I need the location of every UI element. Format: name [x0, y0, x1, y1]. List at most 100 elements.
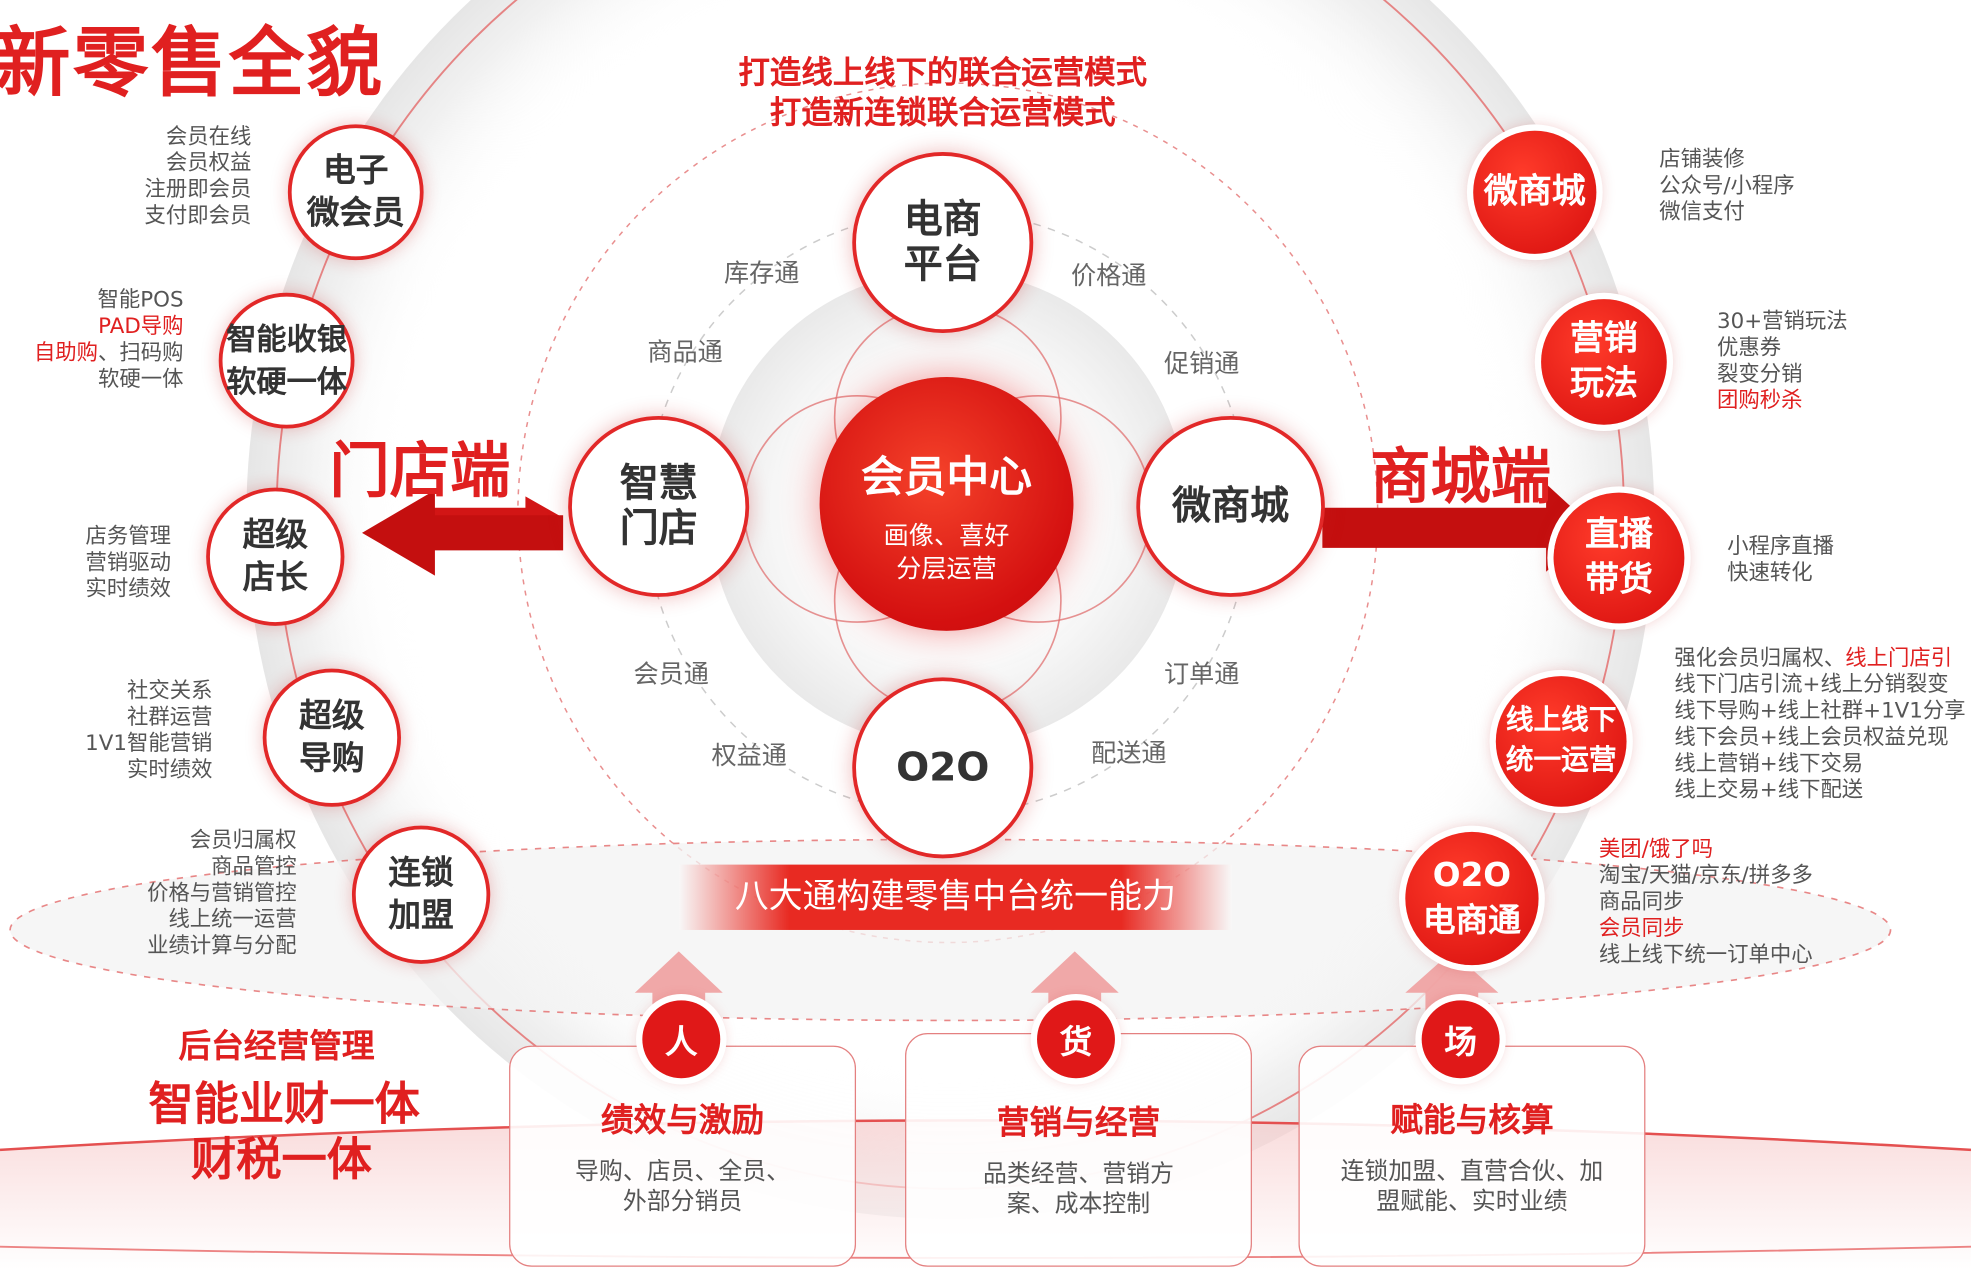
back-office-label: 后台经营管理: [178, 1027, 375, 1066]
pillar-desc-line: 导购、店员、全员、: [575, 1157, 791, 1186]
right-features-1: 店铺装修 公众号/小程序 微信支付: [1659, 147, 1794, 226]
circle-label: 导购: [299, 740, 365, 778]
left-circle-chain-franchise[interactable]: 连锁加盟: [351, 825, 491, 964]
left-features-1: 会员在线 会员权益 注册即会员 支付即会员: [145, 124, 252, 230]
tong-member: 会员通: [633, 658, 709, 689]
circle-label: 软硬一体: [226, 364, 347, 400]
feature: PAD导购: [98, 314, 184, 340]
feature: 会员归属权: [189, 828, 297, 854]
right-circle-marketing-play[interactable]: 营销玩法: [1541, 299, 1667, 425]
tong-inventory: 库存通: [724, 257, 800, 288]
feature: 实时绩效: [126, 757, 213, 783]
feature: 淘宝/天猫/京东/拼多多: [1598, 863, 1813, 889]
pillar-desc-line: 盟赋能、实时业绩: [1376, 1187, 1568, 1216]
feature: 团购秒杀: [1717, 388, 1803, 414]
pillar-place: 赋能与核算 连锁加盟、直营合伙、加 盟赋能、实时业绩: [1298, 1045, 1646, 1267]
circle-label: 微商城: [1483, 172, 1586, 212]
feature: 自助购、扫码购: [34, 341, 184, 367]
feature: 线上营销+线下交易: [1674, 751, 1864, 777]
circle-label: 超级: [242, 516, 308, 555]
pillar-title: 绩效与激励: [600, 1102, 765, 1140]
node-label: O2O: [896, 745, 990, 791]
left-circle-e-membership[interactable]: 电子微会员: [287, 124, 424, 261]
pillar-desc: 品类经营、营销方 案、成本控制: [906, 1159, 1250, 1219]
pillar-title: 营销与经营: [996, 1104, 1161, 1143]
left-features-3: 店务管理 营销驱动 实时绩效: [85, 524, 170, 603]
node-o2o[interactable]: O2O: [852, 677, 1034, 859]
feature: 公众号/小程序: [1659, 173, 1795, 199]
left-features-5: 会员归属权 商品管控 价格与营销管控 线上统一运营 业绩计算与分配: [147, 828, 297, 960]
feature: 裂变分销: [1717, 361, 1803, 388]
node-wechat-mall[interactable]: 微商城: [1136, 415, 1325, 597]
left-side-label: 门店端: [329, 436, 511, 507]
right-circle-omnichannel-ops[interactable]: 线上线下统一运营: [1495, 676, 1627, 807]
circle-label: 连锁: [388, 854, 454, 893]
badge-goods: 货: [1037, 1000, 1115, 1079]
node-smart-store[interactable]: 智慧门店: [568, 415, 750, 597]
circle-label: 智能收银: [226, 321, 347, 357]
headline-line-2: 打造新连锁联合运营模式: [769, 94, 1116, 131]
node-label: 门店: [619, 506, 698, 552]
pillar-desc: 导购、店员、全员、 外部分销员: [510, 1156, 854, 1216]
feature: 商品同步: [1598, 889, 1685, 915]
feature: 会员同步: [1598, 916, 1685, 942]
hub-sub-line: 分层运营: [896, 552, 997, 584]
feature: 店务管理: [85, 524, 171, 550]
badge-place: 场: [1421, 1000, 1500, 1079]
feature: 线上交易+线下配送: [1674, 777, 1864, 804]
circle-label: 电子: [323, 152, 389, 190]
left-features-4: 社交关系 社群运营 1V1智能营销 实时绩效: [85, 679, 212, 785]
right-features-2: 30+营销玩法 优惠券 裂变分销 团购秒杀: [1717, 309, 1848, 415]
circle-label: 玩法: [1569, 364, 1638, 404]
feature: 线下导购+线上社群+1V1分享: [1674, 698, 1966, 724]
node-ecommerce-platform[interactable]: 电商平台: [852, 152, 1034, 334]
circle-label: 营销: [1569, 319, 1638, 359]
pillar-desc-line: 外部分销员: [622, 1187, 743, 1216]
back-office-line: 智能业财一体: [148, 1079, 420, 1132]
feature: 商品管控: [211, 854, 297, 880]
feature-main: 强化会员归属权、: [1674, 645, 1846, 672]
feature: 线上线下统一订单中心: [1598, 942, 1813, 968]
right-circle-live-selling[interactable]: 直播带货: [1553, 492, 1685, 624]
feature: 线上统一运营: [168, 907, 297, 933]
tong-product: 商品通: [647, 336, 723, 367]
tong-price: 价格通: [1070, 260, 1147, 291]
right-arrow: [1322, 483, 1594, 572]
feature-suffix: 、扫码购: [98, 340, 184, 366]
feature: 社交关系: [126, 678, 213, 704]
node-label: 平台: [903, 242, 982, 288]
tong-order: 订单通: [1163, 658, 1240, 689]
feature: 微信支付: [1659, 199, 1745, 225]
left-circle-super-manager[interactable]: 超级店长: [206, 487, 345, 626]
circle-label: 带货: [1585, 560, 1653, 600]
feature: 价格与营销管控: [147, 880, 297, 907]
node-label: 微商城: [1172, 483, 1290, 530]
badge-people: 人: [642, 1000, 721, 1079]
feature: 线下会员+线上会员权益兑现: [1674, 725, 1949, 751]
circle-label: 加盟: [388, 897, 454, 935]
hub-subtitle: 画像、喜好 分层运营: [820, 519, 1074, 584]
left-circle-super-guide[interactable]: 超级导购: [262, 668, 401, 807]
feature: 快速转化: [1727, 560, 1813, 586]
pillar-desc: 连锁加盟、直营合伙、加 盟赋能、实时业绩: [1300, 1156, 1644, 1216]
headline-line-1: 打造线上线下的联合运营模式: [738, 54, 1148, 91]
feature: 注册即会员: [144, 177, 252, 203]
pillar-people: 绩效与激励 导购、店员、全员、 外部分销员: [509, 1045, 857, 1267]
pillar-desc-line: 品类经营、营销方: [982, 1159, 1175, 1188]
feature: 社群运营: [126, 705, 213, 731]
left-arrow: [362, 490, 564, 576]
member-center-hub[interactable]: 会员中心 画像、喜好 分层运营: [819, 377, 1074, 631]
pillar-desc-line: 案、成本控制: [1006, 1190, 1151, 1218]
right-circle-wechat-mall[interactable]: 微商城: [1473, 130, 1597, 254]
feature: 30+营销玩法: [1717, 309, 1848, 335]
pillar-title: 赋能与核算: [1390, 1102, 1554, 1140]
feature: 美团/饿了吗: [1598, 836, 1713, 863]
right-features-4: 强化会员归属权、线上门店引 线下门店引流+线上分销裂变 线下导购+线上社群+1V…: [1674, 646, 1965, 804]
feature-red-part: 线上门店引: [1845, 645, 1953, 672]
right-features-3: 小程序直播 快速转化: [1727, 534, 1834, 587]
left-circle-smart-cashier[interactable]: 智能收银软硬一体: [218, 292, 355, 429]
feature: 店铺装修: [1659, 147, 1745, 173]
tong-delivery: 配送通: [1091, 737, 1167, 768]
